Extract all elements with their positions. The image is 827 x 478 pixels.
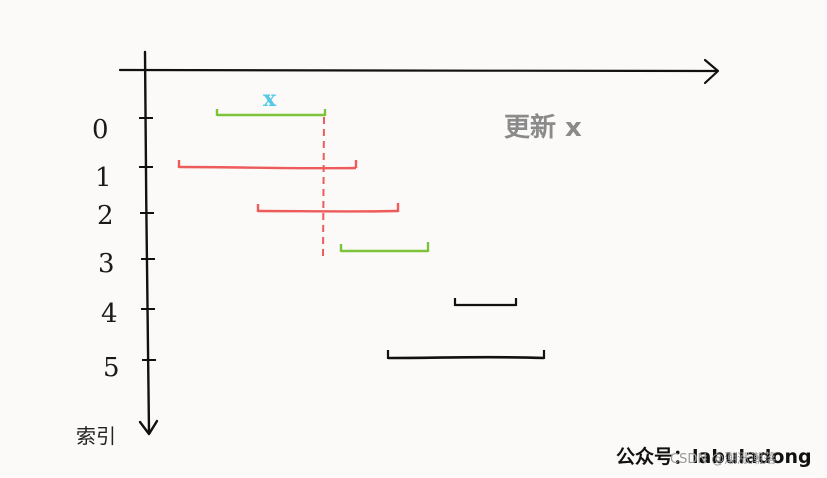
csdn-watermark: CSDN @潮涨潮落 <box>670 452 776 467</box>
index-label-1: 1 <box>95 163 112 193</box>
x-axis-arrowhead <box>703 58 720 85</box>
y-axis-line <box>143 50 151 434</box>
index-label-2: 2 <box>97 201 114 231</box>
y-axis-arrowhead <box>138 419 159 436</box>
interval-1 <box>177 160 358 170</box>
update-x-caption: 更新 x <box>504 112 582 143</box>
interval-4 <box>453 298 518 307</box>
interval-1-bar <box>178 165 357 170</box>
interval-0 <box>215 109 327 117</box>
index-label-5: 5 <box>103 353 120 383</box>
index-label-4: 4 <box>101 299 118 329</box>
interval-5 <box>386 350 546 360</box>
index-label-0: 0 <box>92 115 109 145</box>
index-label-3: 3 <box>98 249 115 279</box>
x-axis-line <box>118 68 718 73</box>
y-axis-title: 索引 <box>76 424 116 448</box>
interval-x-label: x <box>263 86 277 112</box>
interval-3 <box>339 242 430 253</box>
x-end-dashed-line <box>322 116 325 258</box>
watermark-text: 公众号：labuladong <box>616 445 812 468</box>
interval-2 <box>256 203 400 213</box>
interval-5-bar <box>387 355 545 360</box>
